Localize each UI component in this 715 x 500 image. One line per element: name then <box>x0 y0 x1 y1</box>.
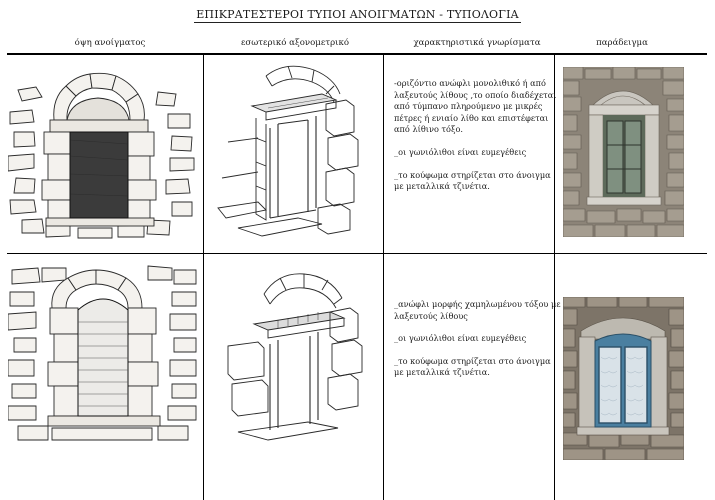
example-photo-segmental-arch <box>563 297 684 460</box>
interior-axonometric-sketch-flat-lintel <box>208 58 380 250</box>
feature-item: _το κούφωμα στηρίζεται στο άνοιγμα με με… <box>394 169 551 192</box>
features-text-row-2: _ανώφλι μορφής χαμηλωμένου τόξου με λαξε… <box>394 299 562 390</box>
features-text-row-1: -οριζόντιο ανώφλι μονολιθικό ή από λαξευ… <box>394 78 562 204</box>
column-divider <box>383 55 384 500</box>
column-header-features: χαρακτηριστικά γνωρίσματα <box>413 38 541 48</box>
column-header-axonometric: εσωτερικό αξονομετρικό <box>240 38 350 48</box>
table-top-rule <box>7 53 707 55</box>
column-header-example: παράδειγμα <box>596 38 648 48</box>
example-photo-flat-lintel <box>563 67 684 237</box>
column-divider <box>554 55 555 500</box>
window-elevation-sketch-flat-lintel <box>8 60 198 248</box>
feature-item: _οι γωνιόλιθοι είναι ευμεγέθεις <box>394 146 527 157</box>
column-header-elevation: όψη ανοίγματος <box>74 38 146 48</box>
interior-axonometric-sketch-segmental-arch <box>208 264 380 450</box>
window-elevation-sketch-segmental-arch <box>8 262 198 448</box>
column-divider <box>203 55 204 500</box>
feature-item: _ανώφλι μορφής χαμηλωμένου τόξου με λαξε… <box>394 299 561 321</box>
feature-item: -οριζόντιο ανώφλι μονολιθικό ή από λαξευ… <box>394 78 557 135</box>
table-row-divider <box>7 253 707 254</box>
page-title: ΕΠΙΚΡΑΤΕΣΤΕΡΟΙ ΤΥΠΟΙ ΑΝΟΙΓΜΑΤΩΝ - ΤΥΠΟΛΟ… <box>194 8 521 23</box>
feature-item: _το κούφωμα στηρίζεται στο άνοιγμα με με… <box>394 355 551 378</box>
feature-item: _οι γωνιόλιθοι είναι ευμεγέθεις <box>394 333 527 344</box>
